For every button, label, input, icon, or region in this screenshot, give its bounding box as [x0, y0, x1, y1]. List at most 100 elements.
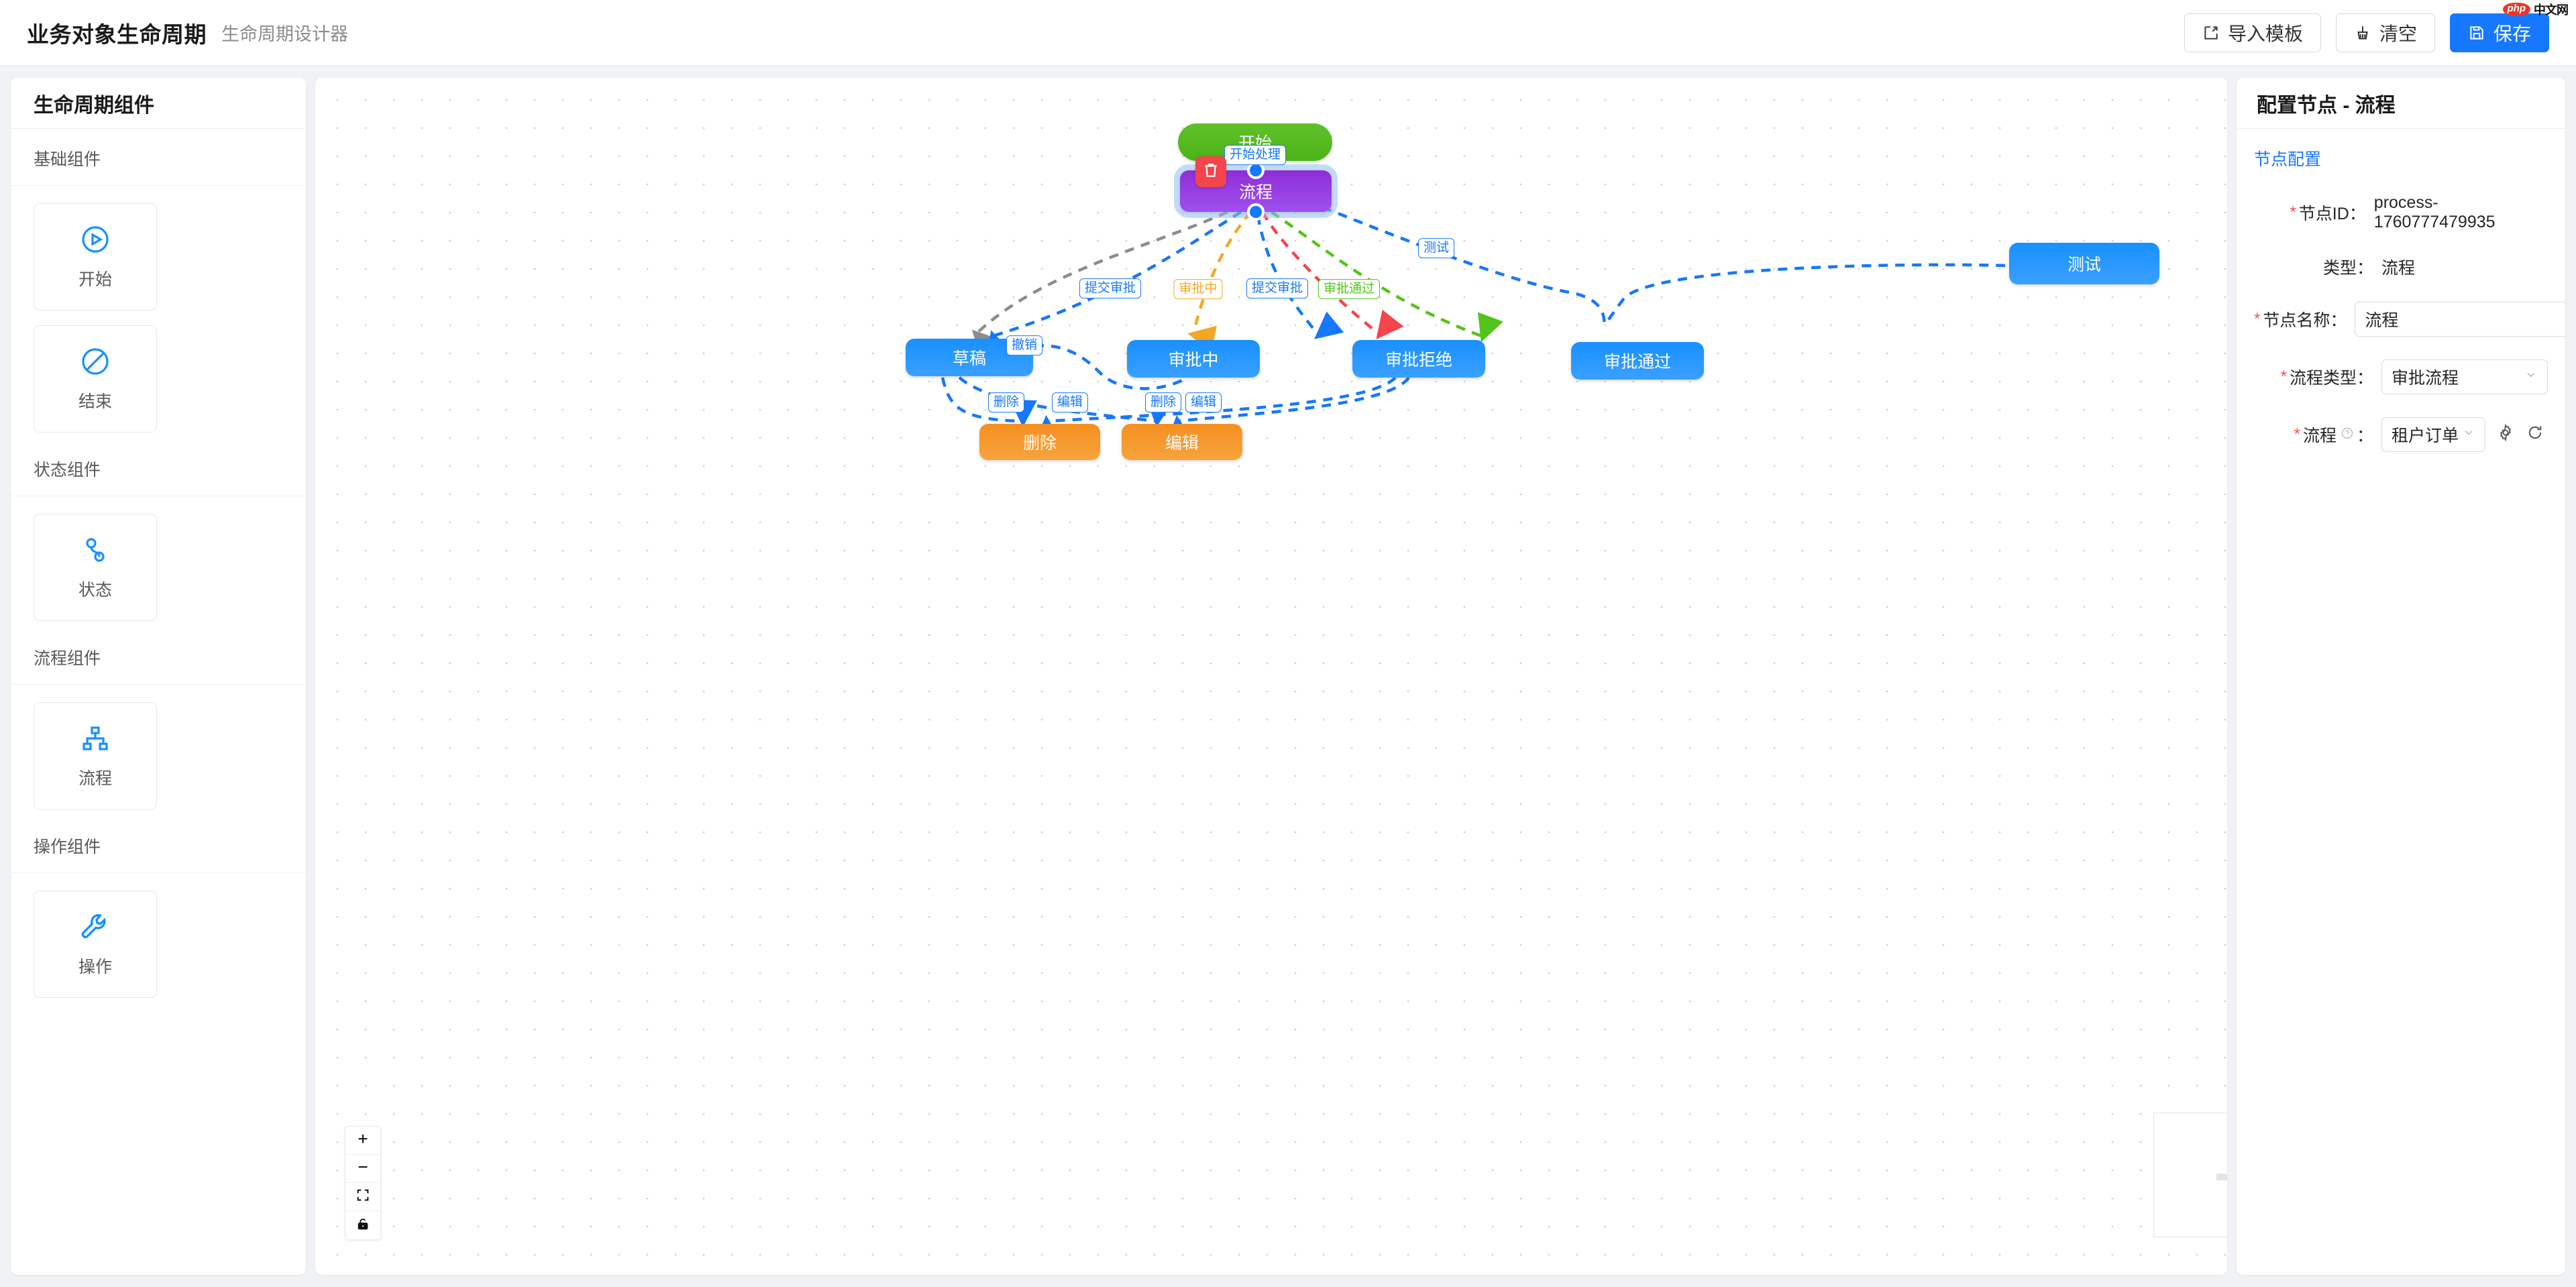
flow-type-label-text: 流程类型： — [2289, 369, 2373, 388]
lock-icon — [356, 1217, 370, 1235]
node-config-title: 配置节点 - 流程 — [2237, 78, 2565, 129]
clear-button[interactable]: 清空 — [2335, 13, 2435, 52]
edge-label-edit-1[interactable]: 编辑 — [1051, 392, 1089, 412]
broom-icon — [2354, 24, 2371, 42]
flow-node-test-label: 测试 — [2067, 256, 2101, 274]
section-items-process: 流程 — [11, 685, 306, 816]
flow-type-select[interactable]: 审批流程 — [2381, 359, 2548, 394]
field-node-type-label: 类型： — [2254, 255, 2381, 279]
flow-node-edit[interactable]: 编辑 — [1122, 424, 1242, 460]
flow-node-approved[interactable]: 审批通过 — [1571, 342, 1704, 380]
minus-icon — [356, 1160, 370, 1178]
canvas-grid — [315, 78, 2227, 1275]
flow-settings-button[interactable] — [2496, 423, 2515, 447]
watermark-badge: php — [2502, 3, 2530, 16]
watermark-text: 中文网 — [2534, 3, 2569, 17]
node-handle-bottom[interactable] — [1247, 203, 1265, 221]
field-flow-type-label: * 流程类型： — [2254, 365, 2381, 389]
edge-label-approved[interactable]: 审批通过 — [1318, 279, 1381, 299]
field-flow-label: * 流程 ： — [2254, 423, 2381, 447]
component-card-state[interactable]: 状态 — [34, 514, 157, 621]
flow-node-process-label: 流程 — [1238, 183, 1273, 202]
component-card-end[interactable]: 结束 — [34, 325, 157, 433]
component-card-process[interactable]: 流程 — [34, 702, 157, 809]
flow-select[interactable]: 租户订单 — [2381, 417, 2485, 452]
flow-node-delete[interactable]: 删除 — [979, 424, 1100, 460]
canvas-minimap[interactable] — [2153, 1113, 2227, 1237]
component-card-process-label: 流程 — [78, 769, 112, 788]
field-node-name: * 节点名称： — [2254, 302, 2565, 337]
field-node-type: 类型： 流程 — [2254, 255, 2548, 279]
save-icon — [2468, 24, 2485, 42]
chevron-down-icon — [2524, 368, 2538, 386]
edge-label-submit-approval-1[interactable]: 提交审批 — [1079, 278, 1142, 298]
site-watermark: php 中文网 — [2502, 1, 2569, 18]
flow-node-edit-label: 编辑 — [1165, 434, 1199, 453]
tab-node-config[interactable]: 节点配置 — [2254, 150, 2322, 169]
wrench-icon — [79, 911, 111, 943]
component-card-start-label: 开始 — [78, 270, 112, 289]
canvas-controls — [345, 1126, 381, 1240]
field-node-id: * 节点ID： process-1760777479935 — [2254, 193, 2548, 232]
flow-node-test[interactable]: 测试 — [2009, 243, 2159, 284]
edge-label-edit-2[interactable]: 编辑 — [1185, 392, 1222, 412]
required-asterisk: * — [2294, 425, 2300, 443]
node-config-body: 节点配置 * 节点ID： process-1760777479935 类型： 流… — [2237, 129, 2565, 452]
zoom-in-button[interactable] — [345, 1127, 380, 1155]
section-items-basic: 开始 结束 — [11, 186, 306, 439]
flow-edges — [941, 161, 2006, 444]
play-circle-icon — [79, 223, 111, 256]
edge-label-test[interactable]: 测试 — [1417, 238, 1455, 258]
edge-label-delete-2[interactable]: 删除 — [1144, 392, 1182, 412]
node-config-panel: 配置节点 - 流程 节点配置 * 节点ID： process-176077747… — [2237, 78, 2565, 1275]
flow-refresh-button[interactable] — [2526, 423, 2544, 447]
node-name-label-text: 节点名称： — [2263, 311, 2347, 330]
minimap-node — [2216, 1174, 2227, 1180]
edge-label-approving[interactable]: 审批中 — [1173, 279, 1223, 299]
help-circle-icon[interactable] — [2341, 425, 2354, 445]
save-button[interactable]: 保存 — [2449, 13, 2549, 52]
section-items-state: 状态 — [11, 496, 306, 628]
flow-node-rejected[interactable]: 审批拒绝 — [1352, 340, 1485, 378]
required-asterisk: * — [2254, 310, 2261, 328]
flow-label-colon: ： — [2356, 427, 2373, 445]
flow-node-pending-label: 审批中 — [1168, 351, 1219, 370]
node-id-value: process-1760777479935 — [2373, 193, 2496, 231]
component-card-state-label: 状态 — [78, 581, 112, 600]
field-flow: * 流程 ： 租户订单 — [2254, 417, 2548, 452]
edge-label-submit-approval-2[interactable]: 提交审批 — [1246, 278, 1309, 298]
node-type-value: 流程 — [2381, 259, 2416, 278]
plus-icon — [356, 1131, 370, 1150]
component-card-action[interactable]: 操作 — [34, 891, 157, 998]
edge-delete-button[interactable] — [1195, 156, 1226, 187]
import-template-button[interactable]: 导入模板 — [2184, 13, 2321, 52]
component-card-action-label: 操作 — [78, 958, 112, 976]
clear-label: 清空 — [2379, 23, 2417, 44]
flow-node-pending[interactable]: 审批中 — [1127, 340, 1260, 378]
fit-view-button[interactable] — [345, 1183, 380, 1211]
section-label-basic: 基础组件 — [11, 129, 306, 186]
lock-button[interactable] — [345, 1211, 380, 1239]
import-icon — [2202, 24, 2220, 42]
page-title: 业务对象生命周期 — [27, 21, 207, 47]
flow-type-selected-value: 审批流程 — [2392, 369, 2459, 388]
flow-node-start[interactable]: 开始 — [1178, 123, 1332, 161]
edge-label-delete-1[interactable]: 删除 — [987, 392, 1025, 412]
state-node-icon — [79, 534, 111, 566]
edge-label-revoke[interactable]: 撤销 — [1006, 335, 1043, 355]
flow-label-text: 流程 — [2302, 427, 2337, 445]
field-node-name-label: * 节点名称： — [2254, 307, 2355, 331]
edge-label-start-process[interactable]: 开始处理 — [1224, 145, 1287, 165]
sidebar-title: 生命周期组件 — [11, 78, 306, 129]
flow-node-rejected-label: 审批拒绝 — [1385, 351, 1452, 370]
flow-node-delete-label: 删除 — [1022, 434, 1057, 453]
flow-canvas[interactable]: 开始 流程 测试 草稿 审批中 审批拒绝 审批通过 删除 编辑 开始处理 测试 … — [315, 78, 2227, 1275]
sidebar-section-state: 状态组件 状态 — [11, 439, 306, 628]
node-name-input[interactable] — [2355, 302, 2565, 337]
zoom-out-button[interactable] — [345, 1155, 380, 1183]
sidebar-section-basic: 基础组件 开始 结束 — [11, 129, 306, 439]
stop-circle-icon — [79, 345, 111, 378]
component-card-start[interactable]: 开始 — [34, 203, 157, 311]
field-node-id-label: * 节点ID： — [2254, 201, 2374, 225]
component-sidebar: 生命周期组件 基础组件 开始 结束 状态组 — [11, 78, 306, 1275]
